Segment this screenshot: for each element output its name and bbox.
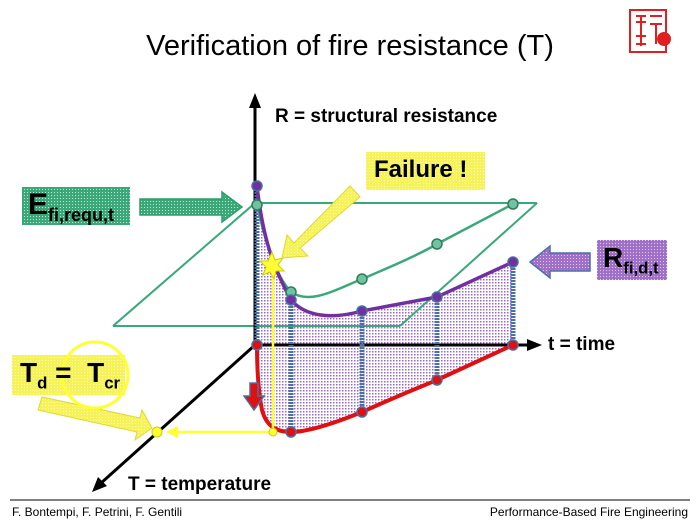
left-arrow-icon (166, 426, 178, 438)
tcr-sub: cr (104, 373, 121, 393)
td-tcr-label: Td = Tcr (20, 357, 120, 394)
r-arrow-icon (528, 244, 591, 280)
tcr-main: T (87, 357, 105, 388)
resistance-region (257, 186, 513, 432)
r-sub: fi,d,t (623, 258, 659, 278)
e-arrow-icon (139, 190, 244, 224)
temperature-axis-label: T = temperature (128, 474, 272, 495)
slide-title: Verification of fire resistance (T) (146, 30, 554, 62)
equals: = (55, 357, 72, 388)
blue-verticals (254, 186, 516, 432)
tcr-circle (60, 340, 130, 410)
td-box (12, 355, 125, 395)
red-points (251, 339, 519, 438)
footer-authors: F. Bontempi, F. Petrini, F. Gentili (12, 505, 183, 519)
tcr-point (151, 426, 163, 438)
green-points (251, 198, 519, 298)
failure-arrow-icon (281, 185, 361, 259)
resistance-curve (255, 185, 514, 318)
r-axis-label: R = structural resistance (275, 106, 498, 127)
r-label: Rfi,d,t (603, 242, 659, 279)
td-main: T (20, 357, 38, 388)
failure-box (366, 152, 485, 190)
e-sub: fi,requ,t (48, 205, 115, 225)
tcr-arrow-icon (37, 396, 153, 442)
e-box (22, 187, 130, 225)
purple-points (251, 180, 519, 317)
r-box (597, 240, 667, 280)
footer-course: Performance-Based Fire Engineering (489, 505, 688, 519)
down-arrow-icon (242, 382, 266, 412)
seal-logo (629, 9, 671, 53)
e-main: E (28, 188, 49, 221)
t-axis-label: t = time (548, 334, 616, 355)
td-sub: d (37, 373, 48, 393)
failure-label: Failure ! (374, 156, 468, 183)
r-main: R (603, 242, 624, 273)
e-label: Efi,requ,t (28, 188, 114, 226)
